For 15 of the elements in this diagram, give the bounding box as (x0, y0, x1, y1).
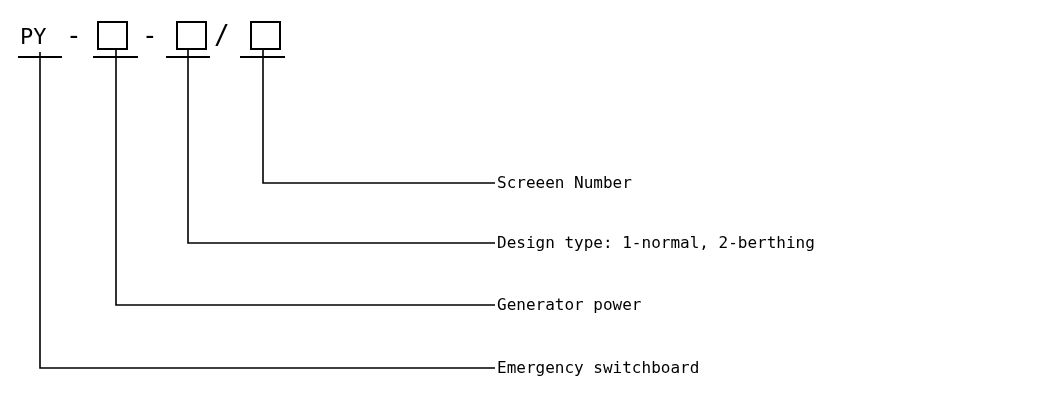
description-text: Screeen Number (497, 172, 632, 194)
leader-line (39, 51, 496, 369)
leader-line (187, 49, 496, 244)
separator-symbol: - (66, 22, 82, 48)
leader-line (262, 49, 496, 184)
description-text: Emergency switchboard (497, 357, 700, 379)
placeholder-square (97, 21, 128, 50)
description-text: Design type: 1-normal, 2-berthing (497, 232, 815, 254)
code-prefix: PY (20, 22, 47, 52)
description-text: Generator power (497, 294, 642, 316)
placeholder-square (176, 21, 207, 50)
leader-line (115, 49, 496, 306)
separator-symbol: / (214, 22, 230, 48)
placeholder-square (250, 21, 281, 50)
separator-symbol: - (142, 22, 158, 48)
